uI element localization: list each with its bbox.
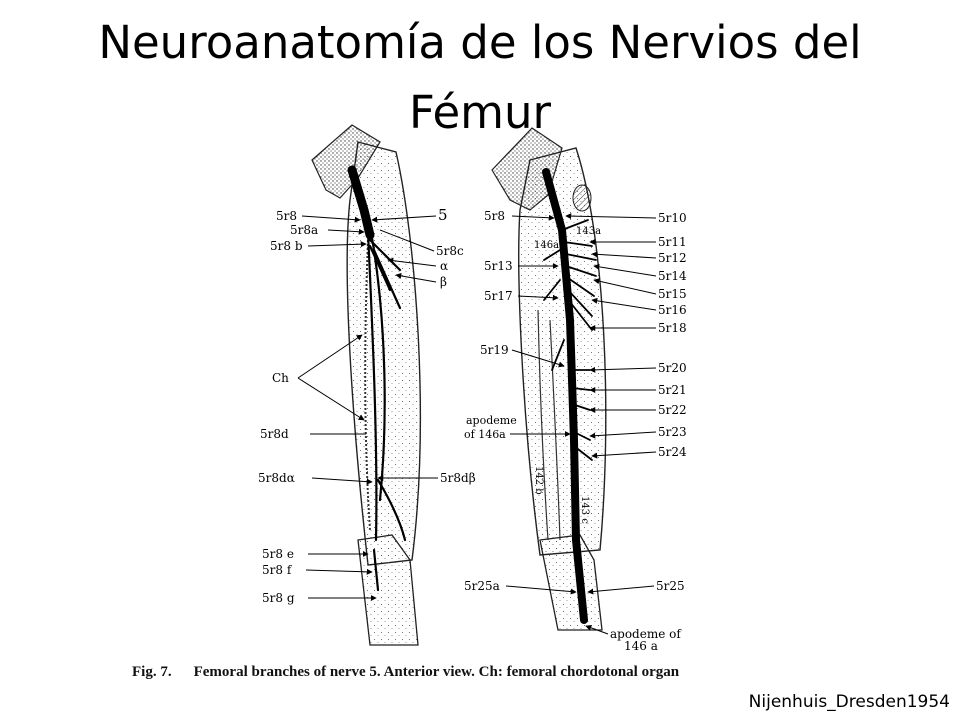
label-5r10: 5r10: [658, 211, 687, 225]
label-5r8-left: 5r8: [276, 209, 297, 223]
label-5r8d-alpha: 5r8dα: [258, 471, 295, 485]
label-143a: 143a: [576, 226, 601, 237]
left-chordotonal-organ: [364, 239, 371, 531]
label-5r20: 5r20: [658, 361, 687, 375]
label-5r19: 5r19: [480, 343, 509, 357]
right-nerve-5: [542, 168, 588, 624]
label-142b: 142 b: [533, 466, 544, 495]
right-view-labels: 5r8 146a 5r13 5r17 5r19 apodeme of 146a …: [464, 209, 687, 650]
label-beta: β: [440, 275, 447, 289]
label-5: 5: [438, 206, 448, 224]
label-5r12: 5r12: [658, 251, 687, 265]
label-5r14: 5r14: [658, 269, 687, 283]
figure-caption: Fig. 7. Femoral branches of nerve 5. Ante…: [132, 664, 872, 681]
label-5r8g: 5r8 g: [262, 591, 295, 605]
figure-caption-text: Femoral branches of nerve 5. Anterior vi…: [193, 664, 680, 680]
label-143c: 143 c: [579, 496, 590, 524]
figure-number: Fig. 7.: [132, 664, 172, 680]
label-146a-bottom: 146 a: [624, 639, 658, 650]
left-distal-joint: [357, 534, 419, 646]
right-femur-shaft: [518, 147, 607, 556]
label-apodeme-of: apodeme of: [610, 627, 682, 641]
right-nerve-branches: [543, 219, 597, 461]
label-5r13: 5r13: [484, 259, 513, 273]
right-leader-lines: [505, 213, 657, 635]
label-5r8d-beta: 5r8dβ: [440, 471, 476, 485]
label-5r22: 5r22: [658, 403, 687, 417]
label-5r8f: 5r8 f: [262, 563, 293, 577]
label-5r17: 5r17: [484, 289, 513, 303]
anatomy-figure: 5r8 5r8a 5r8 b Ch 5r8d 5r8dα 5r8 e 5r8 f…: [258, 124, 687, 650]
label-5r16: 5r16: [658, 303, 687, 317]
label-146a: 146a: [534, 240, 559, 251]
label-of-146a: of 146a: [464, 428, 506, 441]
label-5r25: 5r25: [656, 579, 685, 593]
right-femur-view: 5r8 146a 5r13 5r17 5r19 apodeme of 146a …: [464, 127, 687, 650]
label-5r21: 5r21: [658, 383, 687, 397]
label-5r24: 5r24: [658, 445, 687, 459]
label-5r15: 5r15: [658, 287, 687, 301]
label-5r8e: 5r8 e: [262, 547, 294, 561]
source-credit: Nijenhuis_Dresden1954: [748, 692, 950, 712]
label-5r8a: 5r8a: [290, 223, 318, 237]
left-nerve-branches: [366, 230, 407, 592]
label-5r18: 5r18: [658, 321, 687, 335]
left-view-labels: 5r8 5r8a 5r8 b Ch 5r8d 5r8dα 5r8 e 5r8 f…: [258, 206, 476, 605]
label-alpha: α: [440, 259, 448, 273]
left-leader-lines: [297, 215, 438, 601]
inner-muscle-outline: [537, 309, 561, 541]
label-5r8b: 5r8 b: [270, 239, 303, 253]
label-5r8c: 5r8c: [436, 244, 464, 258]
label-5r25a: 5r25a: [464, 579, 500, 593]
left-femur-view: 5r8 5r8a 5r8 b Ch 5r8d 5r8dα 5r8 e 5r8 f…: [258, 124, 476, 646]
label-ch: Ch: [272, 371, 289, 385]
slide-title: Neuroanatomía de los Nervios del Fémur: [98, 16, 862, 139]
label-apodeme-left: apodeme: [466, 414, 517, 427]
label-5r8-right: 5r8: [484, 209, 505, 223]
label-5r11: 5r11: [658, 235, 687, 249]
left-nerve-5: [347, 165, 375, 240]
label-5r23: 5r23: [658, 425, 687, 439]
hatched-oval: [572, 184, 592, 212]
label-5r8d: 5r8d: [260, 427, 289, 441]
